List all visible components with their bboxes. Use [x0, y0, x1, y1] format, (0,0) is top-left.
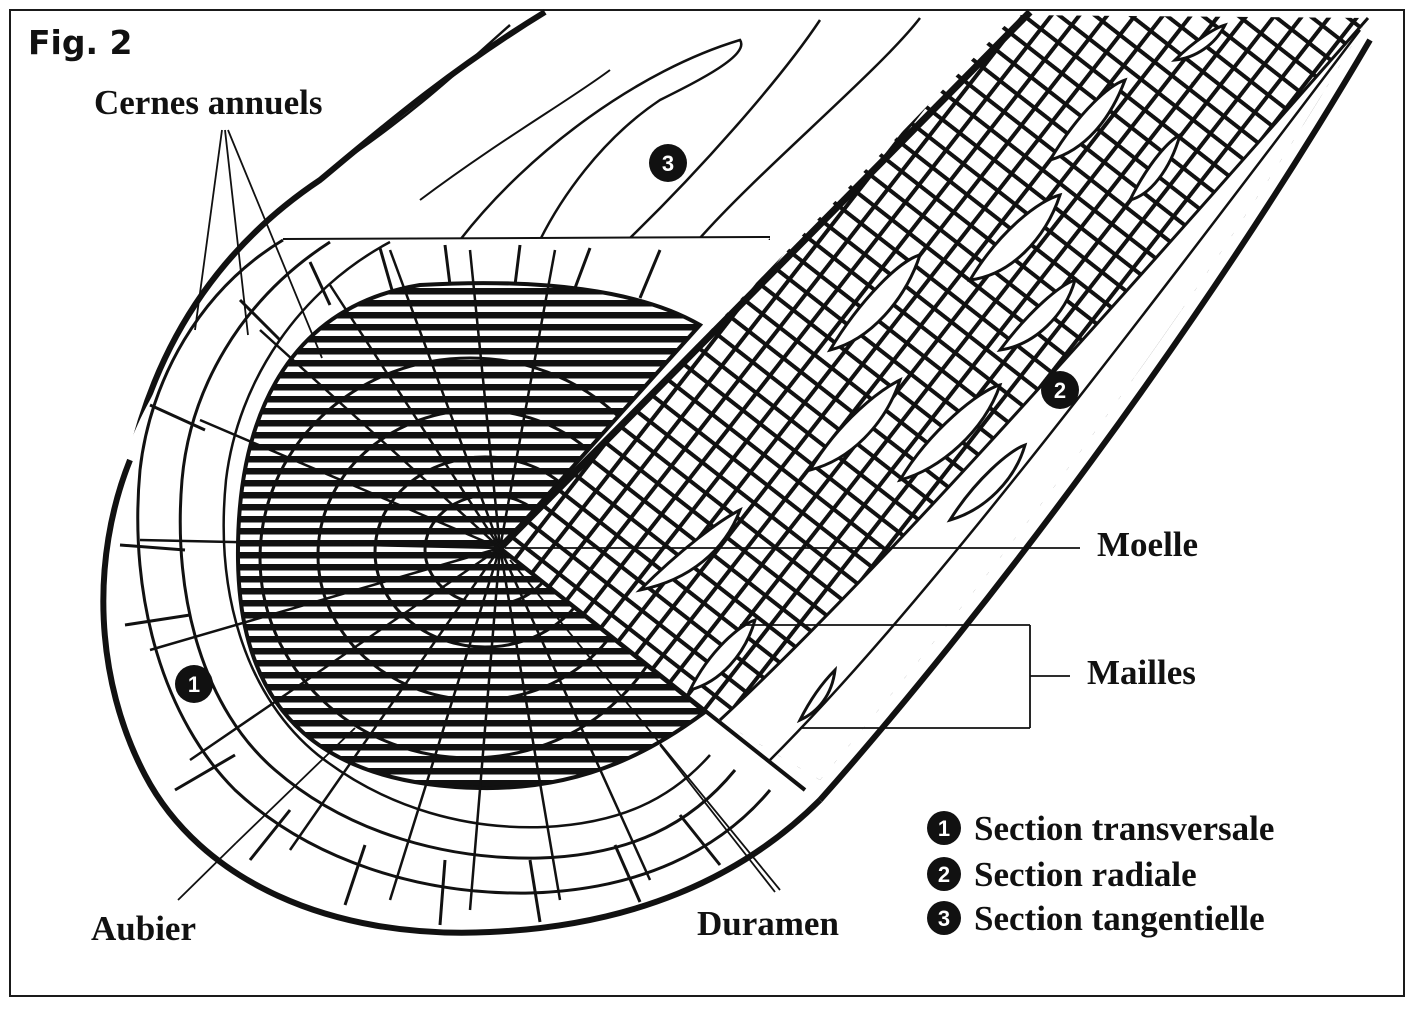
transverse-section: [99, 238, 823, 936]
svg-text:Section tangentielle: Section tangentielle: [974, 899, 1265, 938]
label-rays: Mailles: [1087, 653, 1196, 692]
legend: 1 Section transversale 2 Section radiale…: [927, 809, 1274, 938]
svg-text:2: 2: [1054, 378, 1066, 403]
legend-item-tangential: 3 Section tangentielle: [927, 899, 1265, 938]
svg-text:2: 2: [938, 862, 950, 887]
label-annual-rings: Cernes annuels: [94, 83, 323, 122]
legend-item-radial: 2 Section radiale: [927, 855, 1197, 894]
marker-transverse: 1: [175, 665, 213, 703]
svg-text:1: 1: [938, 816, 950, 841]
label-sapwood: Aubier: [91, 909, 196, 948]
label-pith: Moelle: [1097, 525, 1198, 564]
svg-text:Section transversale: Section transversale: [974, 809, 1274, 848]
svg-text:Section radiale: Section radiale: [974, 855, 1197, 894]
figure-title: Fig. 2: [28, 23, 132, 62]
svg-text:1: 1: [188, 672, 200, 697]
svg-text:3: 3: [938, 906, 950, 931]
svg-text:3: 3: [662, 151, 674, 176]
label-heartwood: Duramen: [697, 904, 839, 943]
marker-radial: 2: [1041, 371, 1079, 409]
legend-item-transverse: 1 Section transversale: [927, 809, 1274, 848]
marker-tangential: 3: [649, 144, 687, 182]
leader-lines: [177, 129, 1080, 901]
